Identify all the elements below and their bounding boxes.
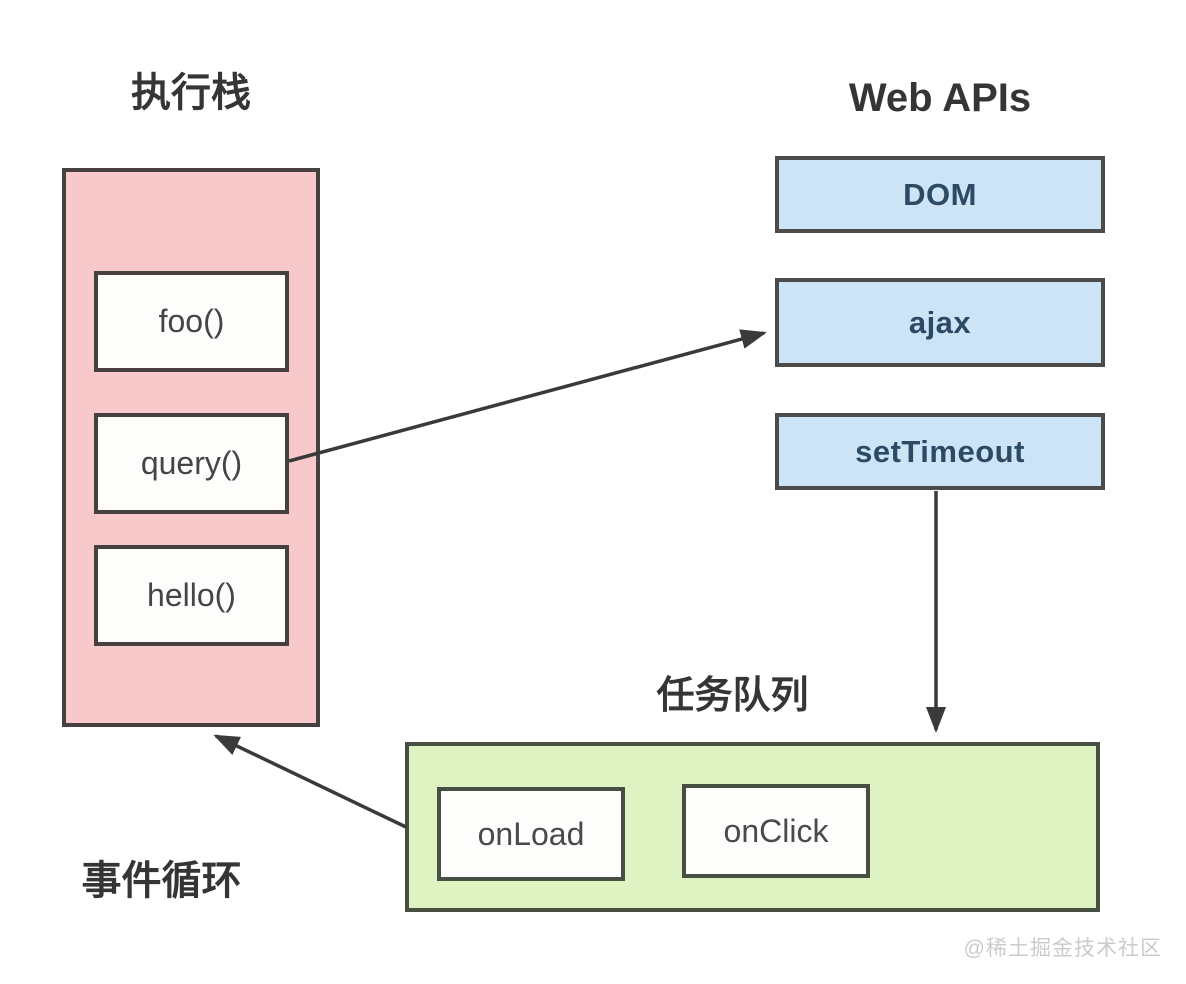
execution-stack-title: 执行栈 (131, 71, 251, 115)
stack-frame-hello: hello() (94, 545, 289, 646)
web-apis-title: Web APIs (848, 76, 1032, 120)
queue-item-onload: onLoad (437, 787, 625, 881)
web-api-settimeout: setTimeout (775, 413, 1105, 490)
stack-frame-query: query() (94, 413, 289, 514)
arrow-query-to-ajax-icon (288, 329, 767, 463)
web-api-ajax: ajax (775, 278, 1105, 367)
task-queue-title: 任务队列 (656, 675, 809, 717)
arrow-queue-to-stack-icon (213, 734, 407, 829)
watermark: @稀土掘金技术社区 (963, 937, 1162, 960)
web-api-dom: DOM (775, 156, 1105, 233)
execution-stack-container: foo() query() hello() (62, 168, 320, 727)
stack-frame-foo: foo() (94, 271, 289, 372)
event-loop-label: 事件循环 (81, 859, 242, 903)
queue-item-onclick: onClick (682, 784, 870, 878)
task-queue-container: onLoad onClick (405, 742, 1100, 912)
